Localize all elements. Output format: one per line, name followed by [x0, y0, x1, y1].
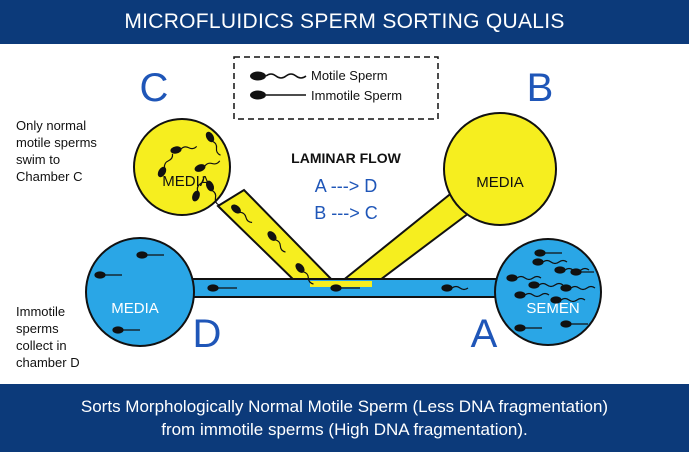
chamber-d-note-line: collect in — [16, 338, 67, 353]
immotile-sperm-icon — [250, 90, 306, 100]
legend-motile-label: Motile Sperm — [311, 68, 388, 83]
chamber-c-note-line: motile sperms — [16, 135, 97, 150]
letter-b: B — [527, 66, 554, 110]
sperm-group-chamber-a — [506, 249, 596, 332]
chamber-c-note-line: swim to — [16, 152, 61, 167]
chamber-b-label: MEDIA — [476, 174, 524, 191]
laminar-flow-title: LAMINAR FLOW — [291, 150, 401, 166]
chamber-a — [494, 238, 602, 346]
legend-box — [233, 56, 439, 120]
letter-a: A — [471, 312, 498, 356]
legend-immotile-label: Immotile Sperm — [311, 88, 402, 103]
chamber-a-label: SEMEN — [526, 300, 579, 317]
chamber-b — [443, 112, 557, 226]
footer-banner: Sorts Morphologically Normal Motile Sper… — [0, 384, 689, 452]
title-banner: MICROFLUIDICS SPERM SORTING QUALIS — [0, 0, 689, 44]
flow-a-to-d: A ---> D — [315, 176, 378, 196]
chamber-c — [133, 118, 231, 216]
chamber-d-note-line: Immotile — [16, 304, 66, 319]
chamber-d — [85, 237, 195, 347]
motile-sperm-icon — [250, 71, 307, 81]
sperm-group-chamber-c — [157, 131, 314, 285]
letter-c: C — [140, 66, 169, 110]
chamber-c-note-line: Only normal — [16, 118, 87, 133]
sperm-group-channel — [207, 284, 469, 292]
yellow-junction — [310, 281, 372, 287]
chamber-c-note: Only normal motile sperms swim to Chambe… — [16, 117, 97, 185]
chamber-d-note-line: sperms — [16, 321, 59, 336]
letter-d: D — [193, 312, 222, 356]
microfluidic-diagram: MEDIA MEDIA MEDIA SEMEN C B D A LAMINAR … — [85, 56, 602, 356]
sperm-group-chamber-d — [94, 251, 164, 334]
chamber-d-label: MEDIA — [111, 300, 159, 317]
footer-line-2: from immotile sperms (High DNA fragmenta… — [161, 420, 528, 439]
footer-line-1: Sorts Morphologically Normal Motile Sper… — [80, 397, 609, 416]
chamber-d-note-line: chamber D — [16, 355, 80, 370]
flow-b-to-c: B ---> C — [314, 203, 378, 223]
chamber-d-note: Immotile sperms collect in chamber D — [16, 303, 80, 371]
chamber-c-note-line: Chamber C — [16, 169, 83, 184]
page-title: MICROFLUIDICS SPERM SORTING QUALIS — [124, 10, 565, 33]
